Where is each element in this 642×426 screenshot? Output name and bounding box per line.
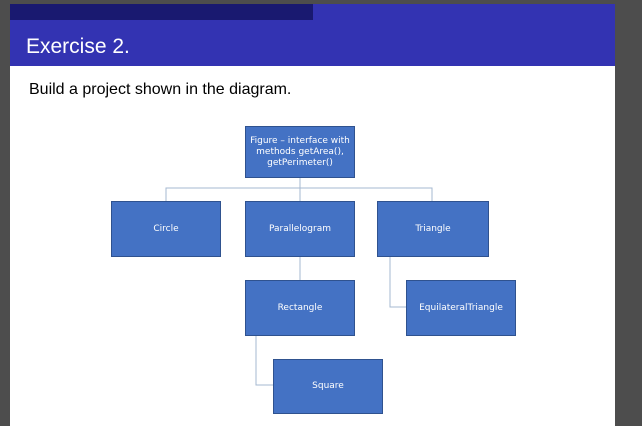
node-figure-line-2: methods getArea(),: [256, 146, 344, 157]
slide-title: Exercise 2.: [26, 35, 130, 58]
node-rectangle: Rectangle: [245, 280, 355, 336]
node-circle-label: Circle: [153, 223, 179, 234]
node-figure-line-1: Figure – interface with: [250, 135, 350, 146]
node-square-label: Square: [312, 381, 344, 391]
header-progress-bar: [10, 4, 313, 20]
node-triangle-label: Triangle: [415, 223, 451, 234]
diagram-connectors: [165, 177, 433, 386]
node-rectangle-label: Rectangle: [277, 302, 323, 313]
edge-rectangle-square: [255, 335, 273, 386]
node-equilateral-triangle: EquilateralTriangle: [406, 280, 516, 336]
node-parallelogram: Parallelogram: [245, 201, 355, 257]
node-equilateral-label: EquilateralTriangle: [419, 302, 503, 313]
node-circle: Circle: [111, 201, 221, 257]
edge-figure-circle: [165, 177, 301, 202]
node-figure-line-3: getPerimeter(): [267, 157, 333, 168]
node-parallelogram-label: Parallelogram: [269, 223, 331, 234]
node-square: Square: [273, 359, 383, 414]
slide-subtitle: Build a project shown in the diagram.: [29, 81, 292, 98]
edge-figure-triangle: [300, 187, 433, 202]
edge-triangle-equilateral: [389, 256, 406, 308]
slide-header: Exercise 2.: [10, 4, 615, 66]
slide: Exercise 2. Build a project shown in the…: [10, 4, 615, 426]
node-triangle: Triangle: [377, 201, 489, 257]
node-figure-interface: Figure – interface with methods getArea(…: [245, 126, 355, 178]
